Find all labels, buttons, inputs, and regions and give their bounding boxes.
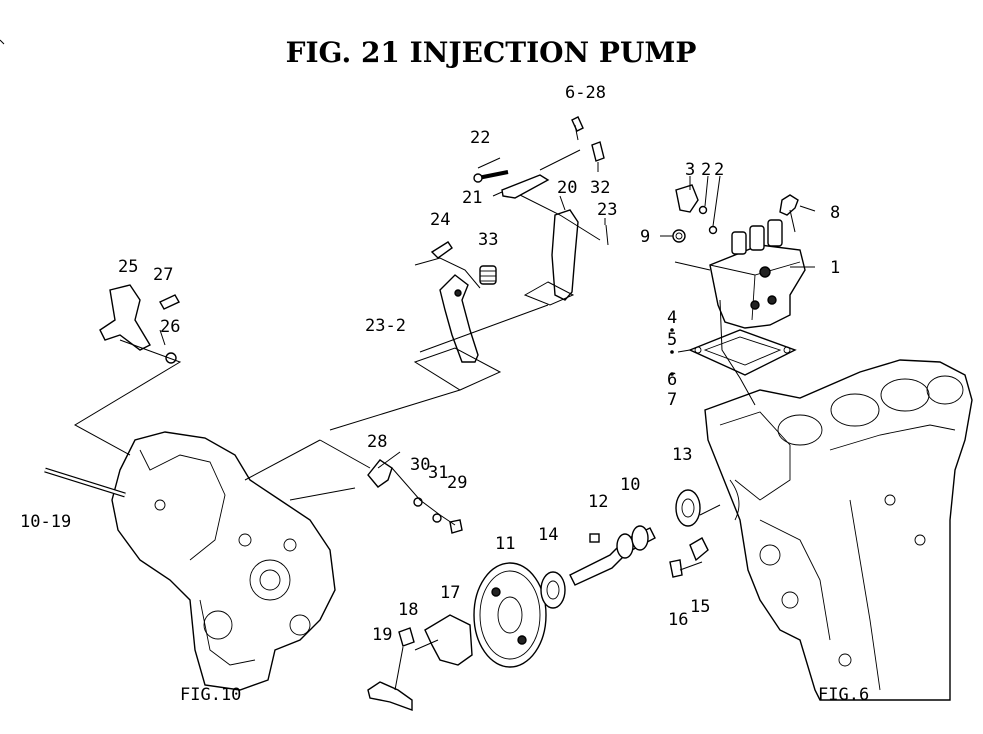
callout-11: 11: [495, 534, 515, 554]
callout-31: 31: [428, 463, 448, 483]
callout-26: 26: [160, 317, 180, 337]
figure-title: FIG. 21 INJECTION PUMP: [286, 36, 697, 69]
callout-10-19: 10-19: [20, 512, 71, 532]
stud-10-19: [44, 467, 126, 498]
camshaft-assembly: [367, 489, 709, 711]
callout-25: 25: [118, 257, 138, 277]
callout-27: 27: [153, 265, 173, 285]
callout-13: 13: [672, 445, 692, 465]
callout-30: 30: [410, 455, 430, 475]
callout-33: 33: [478, 230, 498, 250]
callout-28: 28: [367, 432, 387, 452]
callout-19: 19: [372, 625, 392, 645]
callout-23: 23: [597, 200, 617, 220]
callout-5: 5: [667, 330, 677, 350]
callout-16: 16: [668, 610, 688, 630]
callout-14: 14: [538, 525, 558, 545]
callout-15: 15: [690, 597, 710, 617]
callout-1: 1: [830, 258, 840, 278]
fig-ref-6: FIG.6: [818, 685, 869, 705]
callout-9: 9: [640, 227, 650, 247]
callout-4: 4: [667, 308, 677, 328]
callout-8: 8: [830, 203, 840, 223]
leader-lines: [73, 124, 816, 691]
callout-2a: 2: [701, 160, 711, 180]
callout-6: 6: [667, 370, 677, 390]
edge-mark: [0, 39, 5, 45]
callout-24: 24: [430, 210, 450, 230]
pump-gasket: [688, 329, 797, 376]
callout-18: 18: [398, 600, 418, 620]
callout-20: 20: [557, 178, 577, 198]
callout-23-2: 23-2: [365, 316, 406, 336]
governor-linkage: [99, 116, 609, 534]
injection-pump: [709, 219, 806, 329]
engine-block: [704, 359, 973, 701]
callout-17: 17: [440, 583, 460, 603]
callout-29: 29: [447, 473, 467, 493]
fig-ref-10: FIG.10: [180, 685, 241, 705]
callout-3: 3: [685, 160, 695, 180]
callout-7: 7: [667, 390, 677, 410]
callout-labels: 6-28 22 32 21 20 23 24 33 3 2 2 8 9 1 25…: [20, 83, 840, 645]
callout-32: 32: [590, 178, 610, 198]
callout-10: 10: [620, 475, 640, 495]
callout-2b: 2: [714, 160, 724, 180]
callout-12: 12: [588, 492, 608, 512]
gear-case: [111, 431, 336, 691]
callout-22: 22: [470, 128, 490, 148]
callout-21: 21: [462, 188, 482, 208]
callout-6-28: 6-28: [565, 83, 606, 103]
